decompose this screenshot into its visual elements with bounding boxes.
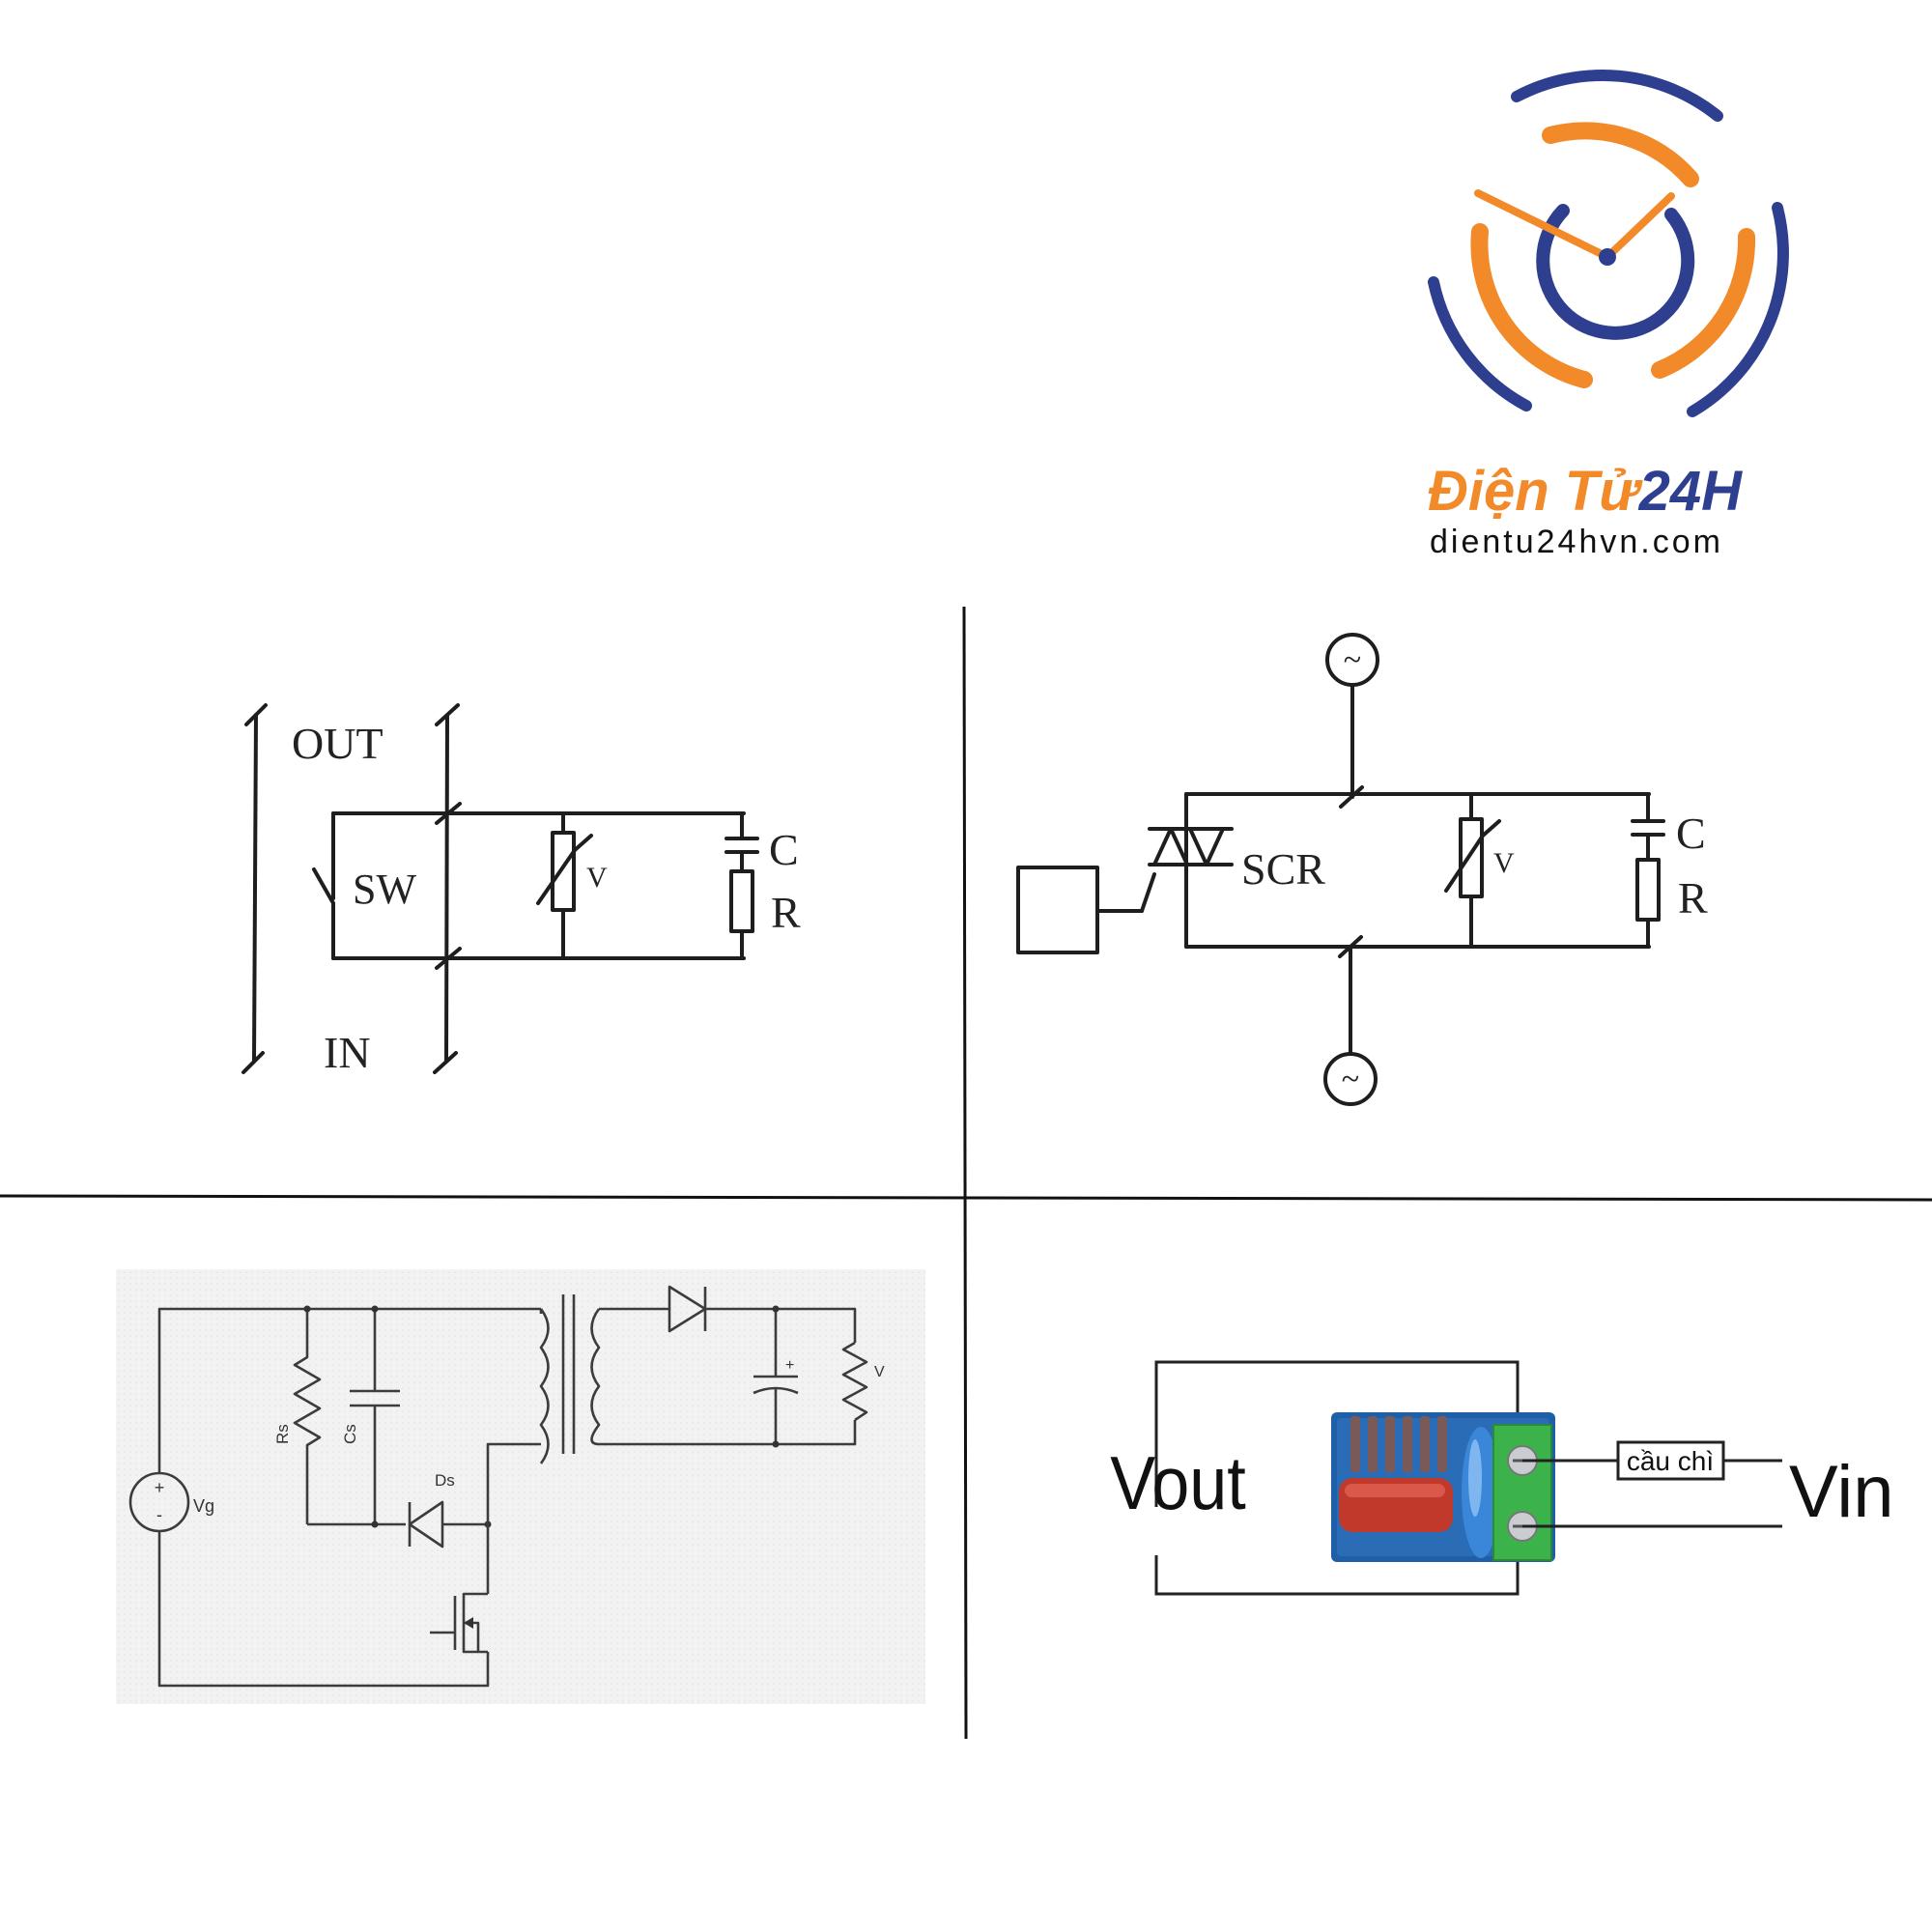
svg-text:~: ~ — [1342, 1062, 1359, 1097]
triac-symbol — [1140, 827, 1234, 913]
brand-name-part2: 24H — [1638, 460, 1744, 523]
label-sw: SW — [353, 866, 416, 913]
label-cap-plus: + — [785, 1357, 794, 1374]
resistor-rs — [293, 1309, 322, 1524]
terminal-line — [444, 713, 449, 1063]
outer-line — [252, 713, 258, 1063]
voltage-source-vg: + - — [128, 1471, 190, 1533]
panel-snubber-module: Vout — [1110, 1360, 1893, 1596]
vertical-divider — [962, 606, 968, 1740]
label-ds: Ds — [435, 1471, 455, 1490]
label-v: V — [1493, 847, 1515, 879]
rc-snubber-symbol — [1631, 792, 1665, 949]
load-resistor — [841, 1341, 868, 1422]
rc-snubber-symbol — [724, 811, 759, 960]
label-r: R — [1678, 873, 1708, 923]
switch-symbol — [312, 811, 335, 960]
label-v: V — [586, 862, 608, 894]
svg-text:~: ~ — [1344, 642, 1361, 678]
varistor-symbol — [1444, 792, 1501, 949]
brand-logo: Điện Tử24H dientu24hvn.com — [1428, 70, 1789, 560]
brand-url: dientu24hvn.com — [1430, 524, 1723, 560]
label-c: C — [1676, 809, 1706, 858]
ac-source-bottom: ~ — [1323, 1052, 1378, 1106]
output-capacitor — [753, 1309, 799, 1444]
label-vin: Vin — [1789, 1451, 1893, 1533]
fuse-box — [1616, 1440, 1725, 1481]
ac-source-top: ~ — [1325, 633, 1379, 687]
capacitor-cs — [350, 1309, 400, 1524]
brand-name-part1: Điện Tử — [1428, 460, 1643, 523]
label-rs: Rs — [273, 1424, 292, 1444]
label-r: R — [771, 888, 801, 937]
label-v: V — [874, 1364, 885, 1380]
label-cs: Cs — [341, 1424, 359, 1444]
label-out: OUT — [292, 719, 384, 768]
transformer-primary — [539, 1308, 550, 1464]
label-in: IN — [324, 1028, 371, 1077]
label-vg: Vg — [193, 1496, 214, 1516]
snubber-module-image — [1331, 1412, 1555, 1562]
control-box — [1016, 866, 1099, 954]
panel-sw-snubber: OUT IN SW V C R — [242, 703, 801, 1077]
varistor-symbol — [536, 811, 593, 960]
panel-scr-snubber: ~ ~ — [1016, 633, 1708, 1106]
svg-text:+: + — [155, 1478, 165, 1497]
label-scr: SCR — [1241, 844, 1325, 894]
brand-name: Điện Tử24H — [1428, 460, 1743, 523]
horizontal-divider — [0, 1194, 1932, 1202]
label-c: C — [769, 825, 799, 874]
panel-flyback-circuit: + - Vg Rs Cs Ds — [116, 1269, 925, 1704]
label-vout: Vout — [1110, 1441, 1246, 1525]
transformer-secondary — [590, 1308, 601, 1446]
mosfet-symbol — [430, 1592, 488, 1654]
svg-text:-: - — [156, 1505, 162, 1524]
clock-logo-icon — [1428, 70, 1789, 417]
label-fuse: cầu chì — [1627, 1446, 1714, 1476]
flyback-background — [116, 1269, 925, 1704]
